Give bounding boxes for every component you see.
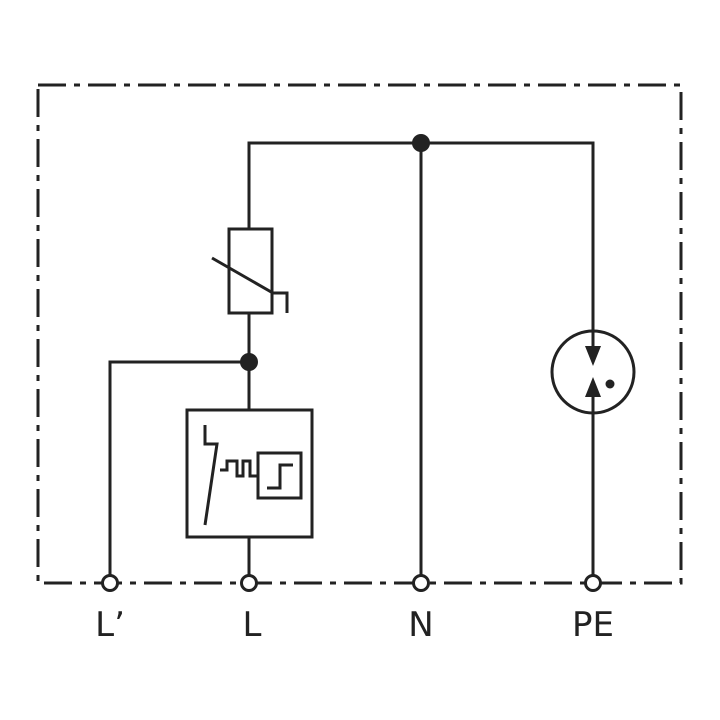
top-junction-dot [412, 134, 430, 152]
terminal-n: N [408, 574, 434, 645]
terminal-label-n: N [408, 605, 433, 645]
terminal-l-prime: L’ [95, 574, 125, 645]
mid-junction-dot [240, 353, 258, 371]
spark-gap-icon [550, 329, 636, 415]
l-prime-wire [108, 360, 251, 575]
varistor-icon [211, 227, 289, 315]
terminal-pe: PE [572, 574, 614, 645]
terminal-label-l-prime: L’ [95, 605, 125, 645]
terminal-label-l: L [243, 605, 262, 645]
terminal-l: L [240, 574, 262, 645]
device-enclosure [36, 83, 683, 585]
wiring [108, 141, 595, 575]
thermal-disconnector-icon [185, 408, 314, 539]
terminal-label-pe: PE [572, 605, 614, 645]
